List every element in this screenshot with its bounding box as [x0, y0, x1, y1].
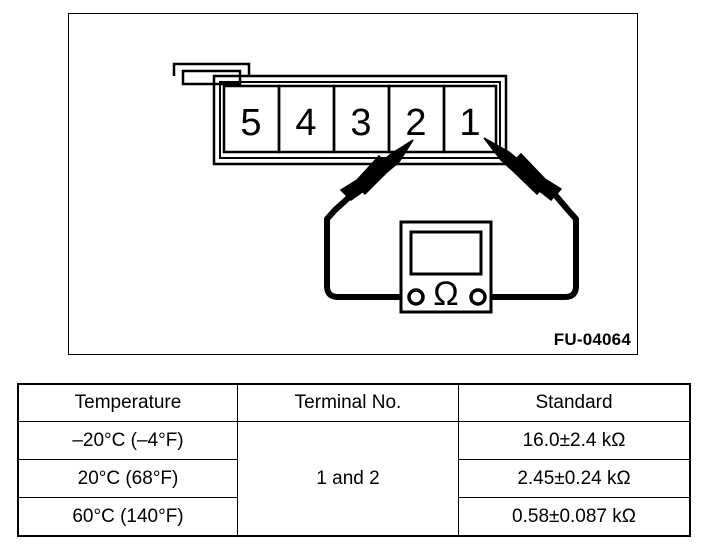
cell-standard: 16.0±2.4 kΩ: [458, 421, 690, 460]
cell-terminal-no: 1 and 2: [237, 421, 459, 536]
connector-shell: [212, 74, 508, 166]
connector-meter-diagram: 5 4 3 2 1: [172, 62, 579, 314]
ohm-symbol: Ω: [433, 275, 458, 313]
meter-terminal-left: [407, 288, 425, 306]
terminal-label-1: 1: [459, 102, 480, 144]
connector-inner-body: [219, 81, 501, 159]
header-standard: Standard: [458, 384, 690, 422]
terminal-label-3: 3: [350, 102, 371, 144]
header-terminal-no: Terminal No.: [237, 384, 459, 422]
connector-outer-body: [212, 74, 508, 166]
figure-id-label: FU-04064: [553, 330, 631, 349]
cell-temperature: –20°C (–4°F): [18, 421, 238, 460]
left-test-probe: [339, 139, 414, 201]
diagram-panel: 5 4 3 2 1: [68, 13, 638, 355]
terminal-cells: 5 4 3 2 1: [222, 84, 498, 154]
cell-standard: 2.45±0.24 kΩ: [458, 459, 690, 498]
specification-table: Temperature Terminal No. Standard –20°C …: [17, 383, 691, 537]
meter-display: [409, 230, 483, 276]
test-probes: [339, 137, 563, 202]
terminal-label-2: 2: [405, 102, 426, 144]
terminal-label-4: 4: [295, 102, 316, 144]
table-row: 60°C (140°F) 0.58±0.087 kΩ: [18, 497, 690, 536]
terminal-label-5: 5: [240, 102, 261, 144]
test-lead-wires: [324, 187, 579, 300]
connector-latch: [172, 62, 251, 86]
right-lead-wire: [478, 187, 579, 300]
table-row: 20°C (68°F) 2.45±0.24 kΩ: [18, 459, 690, 498]
table-row: –20°C (–4°F) 1 and 2 16.0±2.4 kΩ: [18, 421, 690, 536]
cell-temperature: 20°C (68°F): [18, 459, 238, 498]
meter-terminal-right: [469, 288, 487, 306]
cell-standard: 0.58±0.087 kΩ: [458, 497, 690, 536]
header-temperature: Temperature: [18, 384, 238, 422]
cell-temperature: 60°C (140°F): [18, 497, 238, 536]
latch-inner-rect: [181, 69, 242, 86]
right-test-probe: [483, 137, 563, 202]
left-lead-wire: [324, 187, 417, 300]
terminal-cell-1: [442, 84, 498, 154]
ohmmeter: Ω: [399, 220, 493, 314]
table-header-row: Temperature Terminal No. Standard: [18, 384, 690, 422]
